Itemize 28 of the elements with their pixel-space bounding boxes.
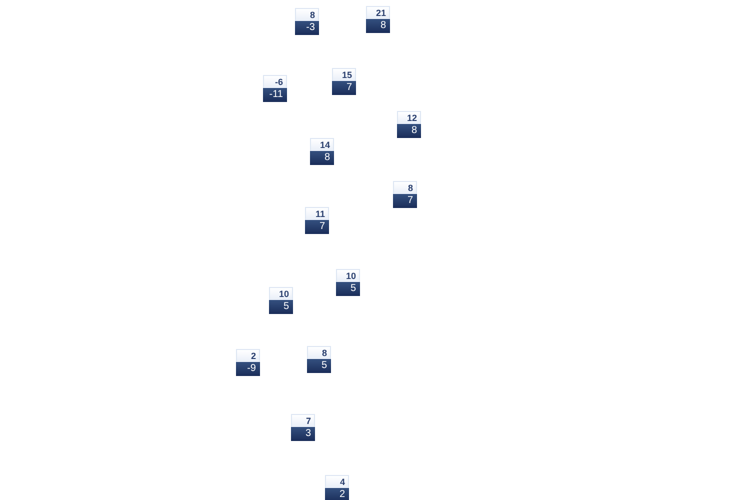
lower-value: 5 bbox=[269, 300, 293, 314]
upper-value: -6 bbox=[263, 75, 287, 88]
lower-value: 8 bbox=[310, 151, 334, 165]
upper-value: 10 bbox=[336, 269, 360, 282]
upper-value: 8 bbox=[295, 8, 319, 21]
lower-value: 5 bbox=[307, 359, 331, 373]
upper-value: 15 bbox=[332, 68, 356, 81]
lower-value: 7 bbox=[393, 194, 417, 208]
upper-value: 11 bbox=[305, 207, 329, 220]
lower-value: 3 bbox=[291, 427, 315, 441]
upper-value: 2 bbox=[236, 349, 260, 362]
upper-value: 8 bbox=[393, 181, 417, 194]
upper-value: 12 bbox=[397, 111, 421, 124]
upper-value: 7 bbox=[291, 414, 315, 427]
lower-value: 8 bbox=[397, 124, 421, 138]
lower-value: -9 bbox=[236, 362, 260, 376]
lower-value: 2 bbox=[325, 488, 349, 500]
upper-value: 8 bbox=[307, 346, 331, 359]
lower-value: 5 bbox=[336, 282, 360, 296]
lower-value: 7 bbox=[332, 81, 356, 95]
lower-value: 7 bbox=[305, 220, 329, 234]
lower-value: -3 bbox=[295, 21, 319, 35]
upper-value: 14 bbox=[310, 138, 334, 151]
upper-value: 4 bbox=[325, 475, 349, 488]
lower-value: -11 bbox=[263, 88, 287, 102]
upper-value: 21 bbox=[366, 6, 390, 19]
lower-value: 8 bbox=[366, 19, 390, 33]
upper-value: 10 bbox=[269, 287, 293, 300]
